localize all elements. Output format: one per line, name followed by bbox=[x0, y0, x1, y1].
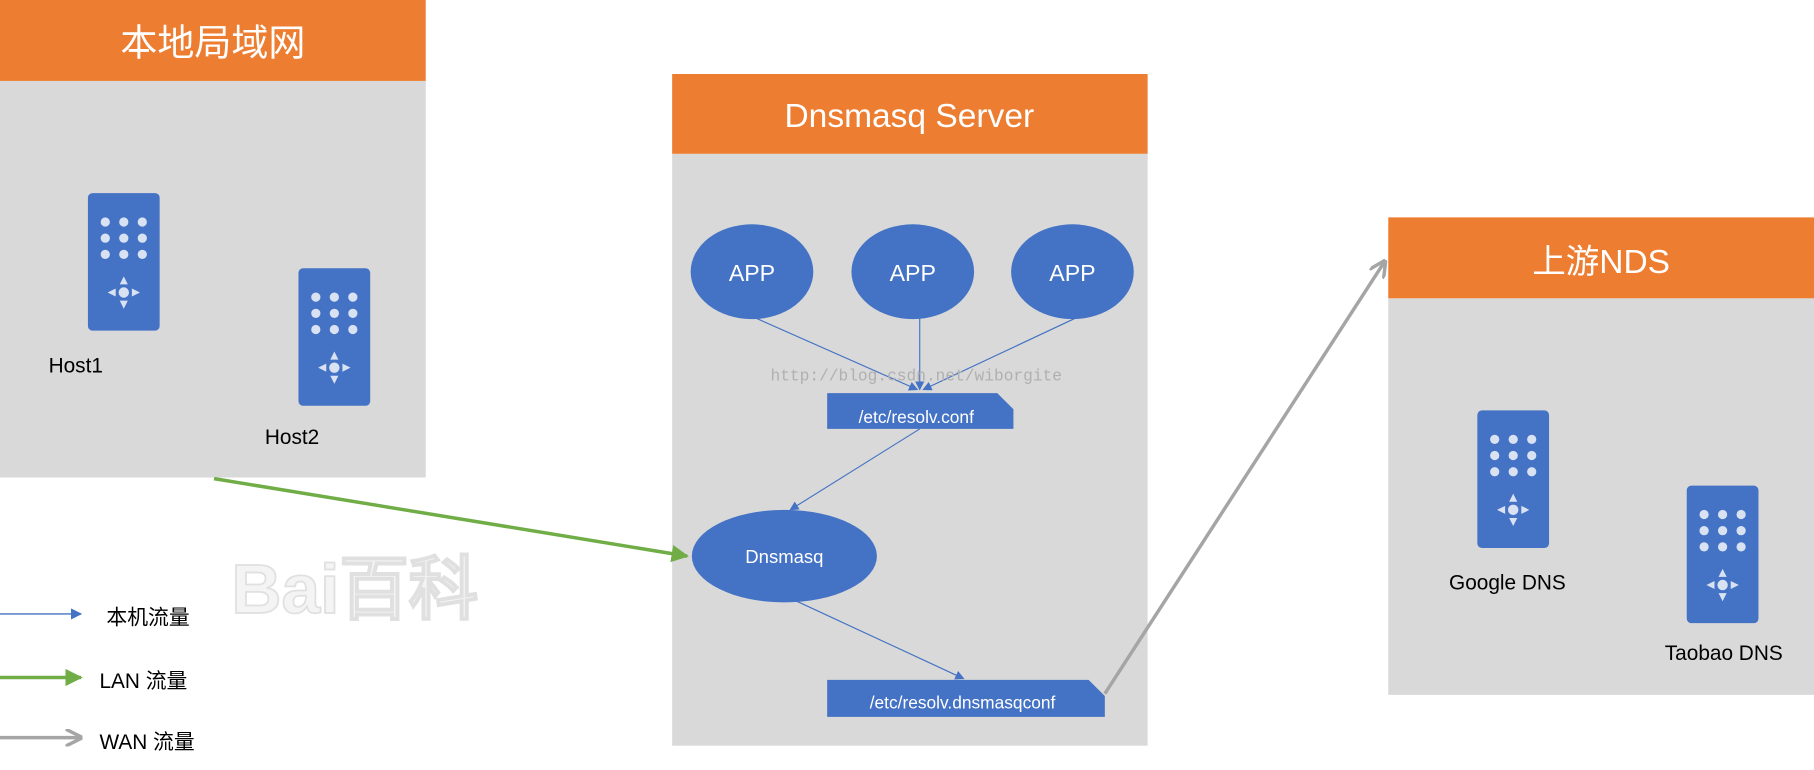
dnsmasq-to-conf-arrow bbox=[786, 596, 965, 680]
host1-device-icon bbox=[87, 193, 160, 331]
host2-device-icon bbox=[298, 268, 371, 406]
legend: 本机流量 LAN 流量 WAN 流量 bbox=[0, 606, 195, 754]
app1-to-resolv-arrow bbox=[755, 317, 919, 391]
upstream-title: 上游NDS bbox=[1532, 244, 1670, 281]
resolv-conf-file bbox=[827, 393, 1014, 429]
google-dns-device-icon bbox=[1477, 410, 1550, 549]
app-label-1: APP bbox=[729, 260, 775, 286]
server-title: Dnsmasq Server bbox=[784, 98, 1034, 135]
google-dns-label: Google DNS bbox=[1449, 572, 1566, 595]
host2-label: Host2 bbox=[265, 426, 319, 449]
app3-to-resolv-arrow bbox=[922, 317, 1077, 391]
taobao-dns-device-icon bbox=[1686, 485, 1759, 624]
legend-local-label: 本机流量 bbox=[106, 606, 189, 629]
dnsmasq-label: Dnsmasq bbox=[745, 546, 823, 567]
legend-wan-label: WAN 流量 bbox=[99, 731, 194, 754]
app-node-2 bbox=[851, 224, 975, 320]
lan-header bbox=[0, 0, 426, 81]
url-watermark: http://blog.csdn.net/wiborgite bbox=[770, 367, 1062, 385]
lan-flow-arrow bbox=[213, 476, 689, 563]
app-label-2: APP bbox=[890, 260, 936, 286]
lan-panel: 本地局域网 Host1 Host2 bbox=[0, 0, 426, 478]
upstream-header bbox=[1388, 217, 1814, 299]
app-label-3: APP bbox=[1049, 260, 1095, 286]
dnsmasq-node bbox=[691, 509, 877, 603]
resolv-to-dnsmasq-arrow bbox=[789, 428, 921, 511]
server-panel: Dnsmasq Server APP APP APP /etc/resolv.c… bbox=[672, 73, 1148, 746]
dnsmasq-conf-file bbox=[827, 679, 1105, 717]
server-header bbox=[672, 73, 1148, 154]
upstream-panel: 上游NDS Google DNS Taobao DNS bbox=[1388, 217, 1814, 695]
app-node-1 bbox=[690, 224, 814, 320]
host1-label: Host1 bbox=[49, 354, 103, 377]
wan-flow-arrow bbox=[1103, 261, 1385, 695]
taobao-dns-label: Taobao DNS bbox=[1665, 642, 1783, 665]
baidu-watermark-logo: Bai百科 bbox=[231, 550, 478, 628]
resolv-conf-label: /etc/resolv.conf bbox=[859, 407, 974, 427]
dnsmasq-conf-label: /etc/resolv.dnsmasqconf bbox=[870, 693, 1056, 713]
lan-title: 本地局域网 bbox=[120, 23, 305, 64]
legend-lan-label: LAN 流量 bbox=[99, 670, 187, 693]
app-node-3 bbox=[1011, 224, 1134, 320]
